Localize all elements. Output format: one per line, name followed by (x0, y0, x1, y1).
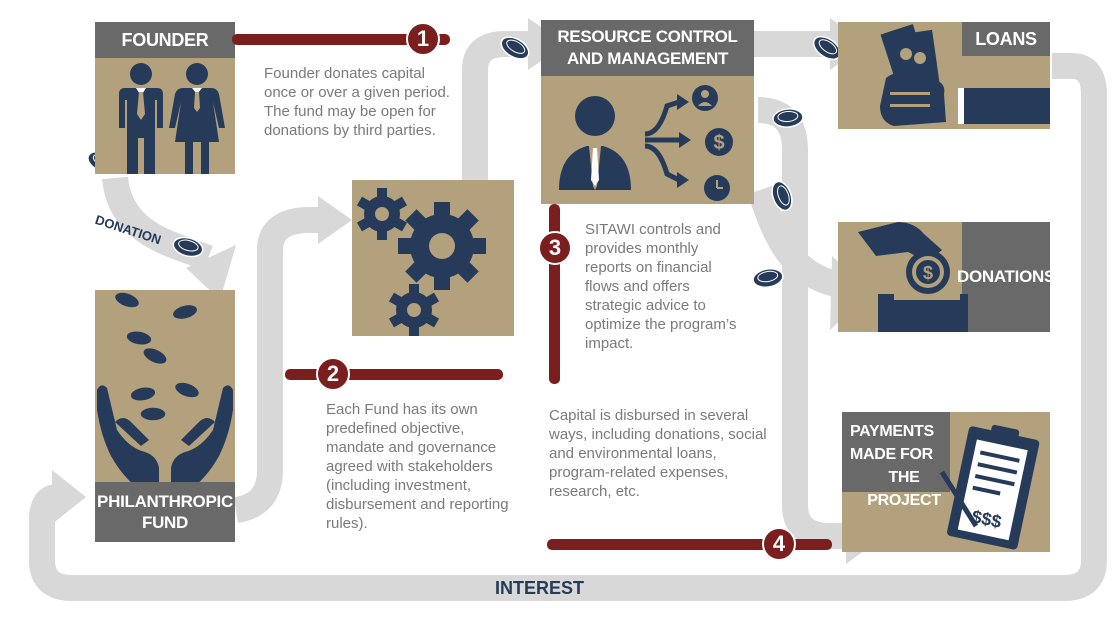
interest-arrow-head (52, 470, 86, 524)
loans-sleeve (958, 88, 1050, 124)
fund-to-process-arrow (233, 207, 325, 523)
loans-title-bg (962, 22, 1050, 56)
step-3-badge: 3 (538, 231, 572, 265)
payments-title-line2: MADE FOR (850, 446, 933, 463)
step-2-badge: 2 (316, 357, 350, 391)
manager-distribution-icon: $ (559, 85, 733, 201)
loans-title: LOANS (975, 28, 1037, 49)
step-1-badge: 1 (406, 22, 440, 56)
founder-title: FOUNDER (95, 22, 235, 58)
process-box (352, 180, 514, 336)
interest-label: INTEREST (495, 578, 585, 598)
payments-title-line1: PAYMENTS (850, 423, 934, 440)
svg-text:$: $ (713, 132, 724, 154)
gears-icon (356, 188, 486, 336)
step-3-text: SITAWI controls and provides monthly rep… (585, 221, 737, 352)
donation-arrow-head (186, 245, 236, 300)
step-4-badge: 4 (762, 527, 796, 561)
step-2-text: Each Fund has its own predefined objecti… (326, 401, 509, 532)
fund-title-line2: FUND (141, 513, 188, 532)
step-2-bar (285, 369, 503, 380)
svg-text:$: $ (923, 263, 933, 283)
payments-box: PAYMENTS MADE FOR THE PROJECT $$$ (842, 412, 1050, 552)
donations-box: DONATIONS $ (838, 222, 1050, 332)
interest-arrow (29, 53, 1107, 601)
hand-with-cash-icon (880, 24, 946, 126)
step-4-bar (547, 539, 832, 550)
clipboard-invoice-icon: $$$ (939, 424, 1040, 550)
payments-title-line3: THE PROJECT (867, 469, 941, 509)
loans-cuff (958, 88, 964, 124)
step-4-text: Capital is disbursed in several ways, in… (549, 407, 767, 500)
donations-title: DONATIONS (956, 267, 1050, 286)
payments-title-bg (842, 412, 950, 492)
loans-box: LOANS (838, 22, 1050, 129)
resource-control-box: RESOURCE CONTROL AND MANAGEMENT (541, 20, 754, 204)
step-3-bar (549, 204, 560, 384)
donations-title-bg (962, 222, 1050, 332)
step-1-text: Founder donates capital once or over a g… (264, 65, 450, 139)
resource-title-line1: RESOURCE CONTROL (557, 27, 738, 46)
hands-with-coins-icon (97, 291, 233, 486)
man-and-woman-icon (119, 63, 225, 174)
fund-to-process-arrow-head (318, 196, 352, 244)
hand-coin-box-icon: $ (858, 222, 968, 332)
fund-title-line1: PHILANTHROPIC (97, 492, 233, 511)
resource-control-title: RESOURCE CONTROL AND MANAGEMENT (541, 20, 754, 76)
resource-title-line2: AND MANAGEMENT (566, 49, 729, 68)
philanthropic-fund-box: PHILANTHROPIC FUND (95, 290, 235, 542)
step-1-bar (232, 34, 450, 45)
payments-title: PAYMENTS MADE FOR THE PROJECT (850, 420, 958, 509)
fund-title: PHILANTHROPIC FUND (95, 482, 235, 542)
founder-box: FOUNDER (95, 22, 235, 174)
